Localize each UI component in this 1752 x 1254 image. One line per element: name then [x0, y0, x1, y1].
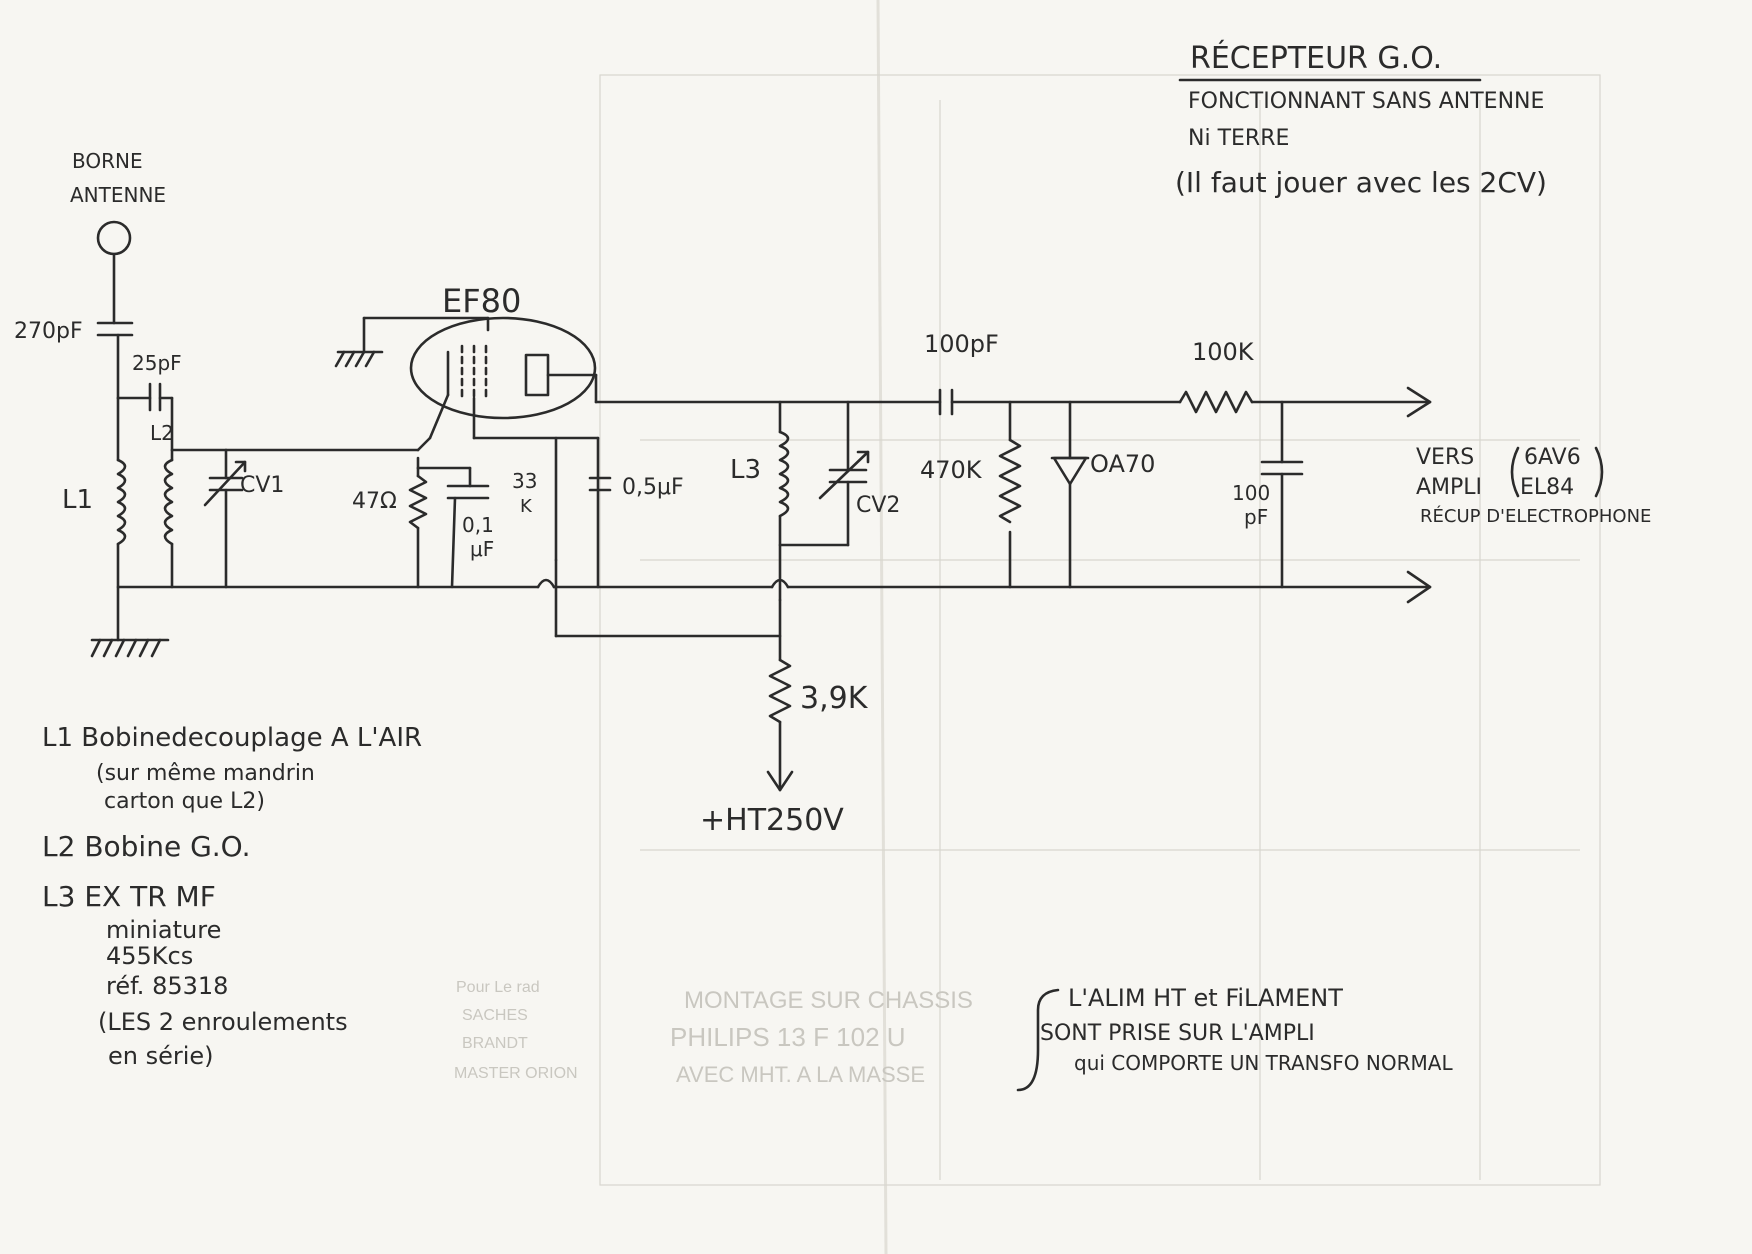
label-100k: 100K [1192, 338, 1255, 366]
ghost-notes: Pour Le rad SACHES BRANDT MASTER ORION M… [454, 979, 973, 1087]
label-33-k: K [520, 496, 533, 517]
note-l3-line5: (LES 2 enroulements [98, 1008, 348, 1036]
label-ht250v: +HT250V [700, 803, 844, 838]
label-270pf: 270pF [14, 319, 83, 344]
title-block: RÉCEPTEUR G.O. FONCTIONNANT SANS ANTENNE… [1175, 40, 1547, 199]
antenna-terminal: BORNE ANTENNE [70, 149, 166, 325]
label-ef80: EF80 [442, 282, 521, 320]
label-6av6: 6AV6 [1524, 445, 1581, 470]
label-470k: 470K [920, 456, 983, 484]
label-vers: VERS [1416, 445, 1474, 470]
note-l3-line4: réf. 85318 [106, 972, 228, 1000]
ghost-line-6: PHILIPS 13 F 102 U [670, 1022, 906, 1052]
note-alim-line1: L'ALIM HT et FiLAMENT [1068, 984, 1343, 1012]
label-100-pf: pF [1244, 505, 1268, 529]
ghost-line-3: BRANDT [462, 1035, 528, 1052]
capacitor-270pf: 270pF [14, 319, 134, 344]
resistor-100k: 100K [1178, 338, 1432, 418]
note-l3-line1: L3 EX TR MF [42, 880, 216, 913]
title-line-3: Ni TERRE [1188, 126, 1289, 151]
title-line-2: FONCTIONNANT SANS ANTENNE [1188, 89, 1544, 114]
title-line-4: (Il faut jouer avec les 2CV) [1175, 166, 1547, 199]
capacitor-100pf: 100pF [924, 330, 1182, 416]
label-100pf: 100pF [924, 330, 999, 358]
ghost-line-7: AVEC MHT. A LA MASSE [676, 1062, 925, 1087]
ghost-line-4: MASTER ORION [454, 1065, 578, 1082]
note-l3-line6: en série) [108, 1042, 214, 1070]
label-oa70: OA70 [1090, 450, 1155, 478]
diode-oa70: OA70 [1050, 400, 1155, 589]
label-l2: L2 [150, 421, 174, 445]
tube-ef80: EF80 [362, 282, 597, 420]
note-l2-line1: L2 Bobine G.O. [42, 830, 250, 863]
ground-symbol-left [90, 638, 170, 658]
title-line-1: RÉCEPTEUR G.O. [1190, 40, 1442, 76]
note-l3-line2: miniature [106, 916, 221, 944]
label-0-1: 0,1 [462, 513, 494, 537]
resistor-47ohm: 47Ω [352, 466, 428, 589]
label-borne: BORNE [72, 149, 143, 173]
label-recup: RÉCUP D'ELECTROPHONE [1420, 505, 1651, 527]
label-0-1-unit: μF [470, 537, 494, 561]
resistor-3-9k: 3,9K [766, 598, 869, 792]
power-supply-note: L'ALIM HT et FiLAMENT SONT PRISE SUR L'A… [1016, 984, 1453, 1092]
label-cv1: CV1 [240, 473, 284, 498]
note-l3-line3: 455Kcs [106, 942, 193, 970]
note-l1-line3: carton que L2) [104, 789, 265, 814]
variable-capacitor-cv2: CV2 [778, 400, 900, 547]
label-33: 33 [512, 469, 537, 493]
label-ampli: AMPLI [1416, 475, 1482, 500]
output-labels: VERS AMPLI 6AV6 EL84 RÉCUP D'ELECTROPHON… [1416, 445, 1651, 527]
label-el84: EL84 [1520, 475, 1574, 500]
capacitor-100pf-output: 100 pF [1232, 400, 1304, 589]
label-25pf: 25pF [132, 351, 182, 375]
resistor-470k: 470K [920, 400, 1022, 589]
ghost-line-2: SACHES [462, 1007, 528, 1024]
label-antenne: ANTENNE [70, 183, 166, 207]
coil-l2: L2 [150, 421, 174, 589]
capacitor-0-1uf: 0,1 μF [446, 466, 494, 589]
label-l3: L3 [730, 455, 761, 485]
capacitor-0-5uf: 0,5μF [588, 475, 684, 500]
coil-l1: L1 [62, 396, 127, 642]
label-cv2: CV2 [856, 493, 900, 518]
resistor-33k: 33 K [512, 436, 558, 562]
ghost-line-5: MONTAGE SUR CHASSIS [684, 987, 973, 1014]
label-0-5uf: 0,5μF [622, 475, 684, 500]
capacitor-25pf: 25pF [116, 351, 182, 452]
note-alim-line2: SONT PRISE SUR L'AMPLI [1040, 1021, 1315, 1046]
ground-symbol-top [334, 350, 384, 368]
note-l1-line2: (sur même mandrin [96, 761, 315, 786]
ghost-line-1: Pour Le rad [456, 979, 540, 996]
label-l1: L1 [62, 485, 93, 515]
note-l1-line1: L1 Bobinedecouplage A L'AIR [42, 723, 422, 753]
label-3-9k: 3,9K [800, 681, 869, 716]
label-47ohm: 47Ω [352, 489, 397, 514]
label-100: 100 [1232, 481, 1270, 505]
coil-notes: L1 Bobinedecouplage A L'AIR (sur même ma… [42, 723, 422, 1070]
variable-capacitor-cv1: CV1 [170, 448, 284, 589]
coil-l3: L3 [730, 400, 790, 602]
note-alim-line3: qui COMPORTE UN TRANSFO NORMAL [1074, 1051, 1453, 1075]
